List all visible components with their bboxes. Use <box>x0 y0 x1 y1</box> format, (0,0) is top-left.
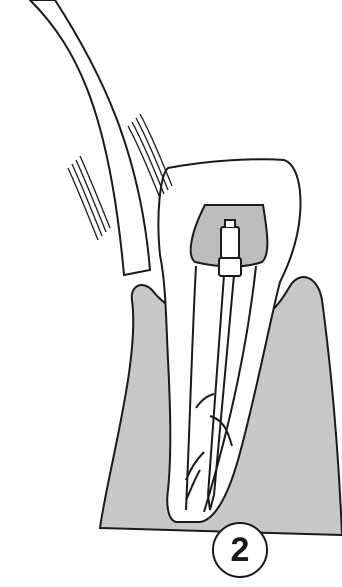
file-handle <box>221 227 239 258</box>
file-collar <box>219 258 241 276</box>
curved-instrument-icon <box>30 0 150 275</box>
step-number-badge: 2 <box>212 522 268 578</box>
file-handle-notch <box>225 220 235 227</box>
